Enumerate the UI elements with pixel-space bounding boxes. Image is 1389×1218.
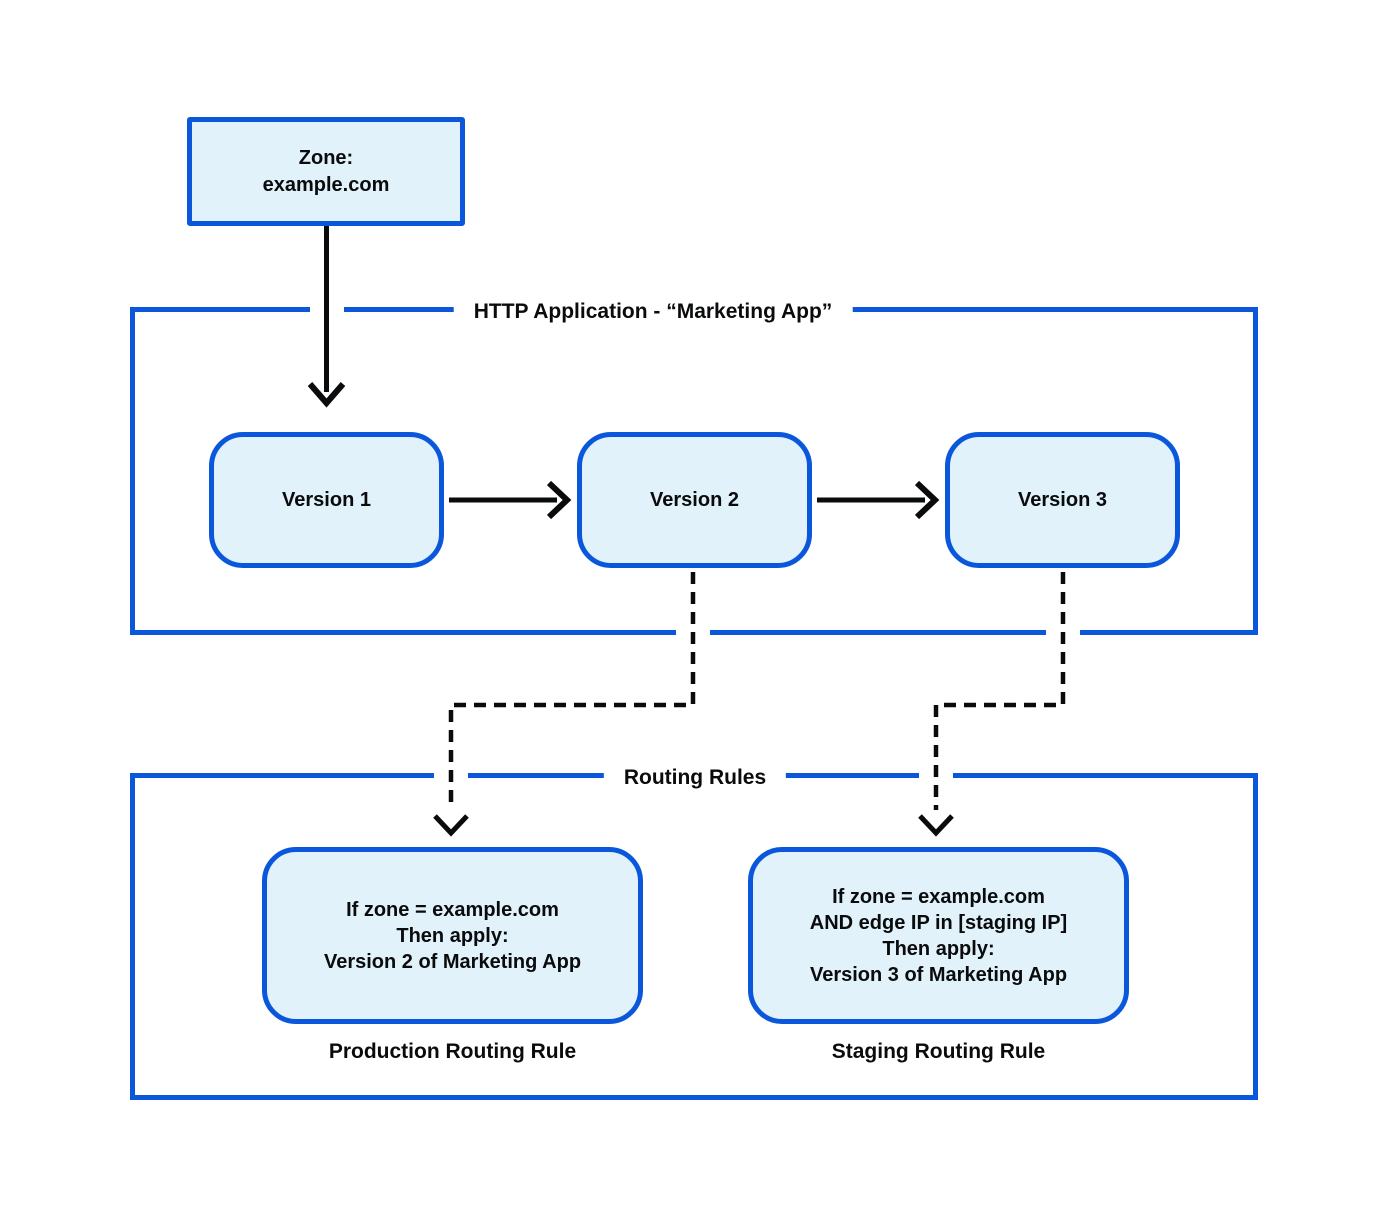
production-rule-box: If zone = example.com Then apply: Versio… [262,847,643,1024]
zone-label: Zone: example.com [262,146,390,196]
arrowhead-right-icon [914,480,940,520]
arrowhead-down-icon [307,382,346,408]
version-2-label: Version 2 [650,488,739,511]
http-application-label: HTTP Application - “Marketing App” [453,296,853,328]
staging-rule-box: If zone = example.com AND edge IP in [st… [748,847,1129,1024]
version-3-label: Version 3 [1018,488,1107,511]
arrowhead-down-icon [433,814,469,837]
arrow-v2-to-v3 [817,480,940,520]
arrowhead-down-icon [918,814,954,837]
version-1-label: Version 1 [282,488,371,511]
routing-rules-container: Routing Rules [130,762,1258,1100]
production-rule-caption: Production Routing Rule [328,1040,577,1063]
staging-rule-text: If zone = example.com AND edge IP in [st… [809,885,1068,986]
zone-box: Zone: example.com [187,117,465,226]
version-1-box: Version 1 [209,432,444,568]
arrowhead-right-icon [546,480,572,520]
version-3-box: Version 3 [945,432,1180,568]
production-rule-text: If zone = example.com Then apply: Versio… [323,898,582,973]
dashed-arrow-v2-to-production-rule [433,572,696,837]
dashed-arrow-v3-to-staging-rule [918,572,1066,837]
staging-rule-caption: Staging Routing Rule [831,1040,1046,1063]
arrow-zone-to-app [307,226,346,408]
arrow-v1-to-v2 [449,480,572,520]
version-2-box: Version 2 [577,432,812,568]
routing-rules-label: Routing Rules [603,762,787,794]
